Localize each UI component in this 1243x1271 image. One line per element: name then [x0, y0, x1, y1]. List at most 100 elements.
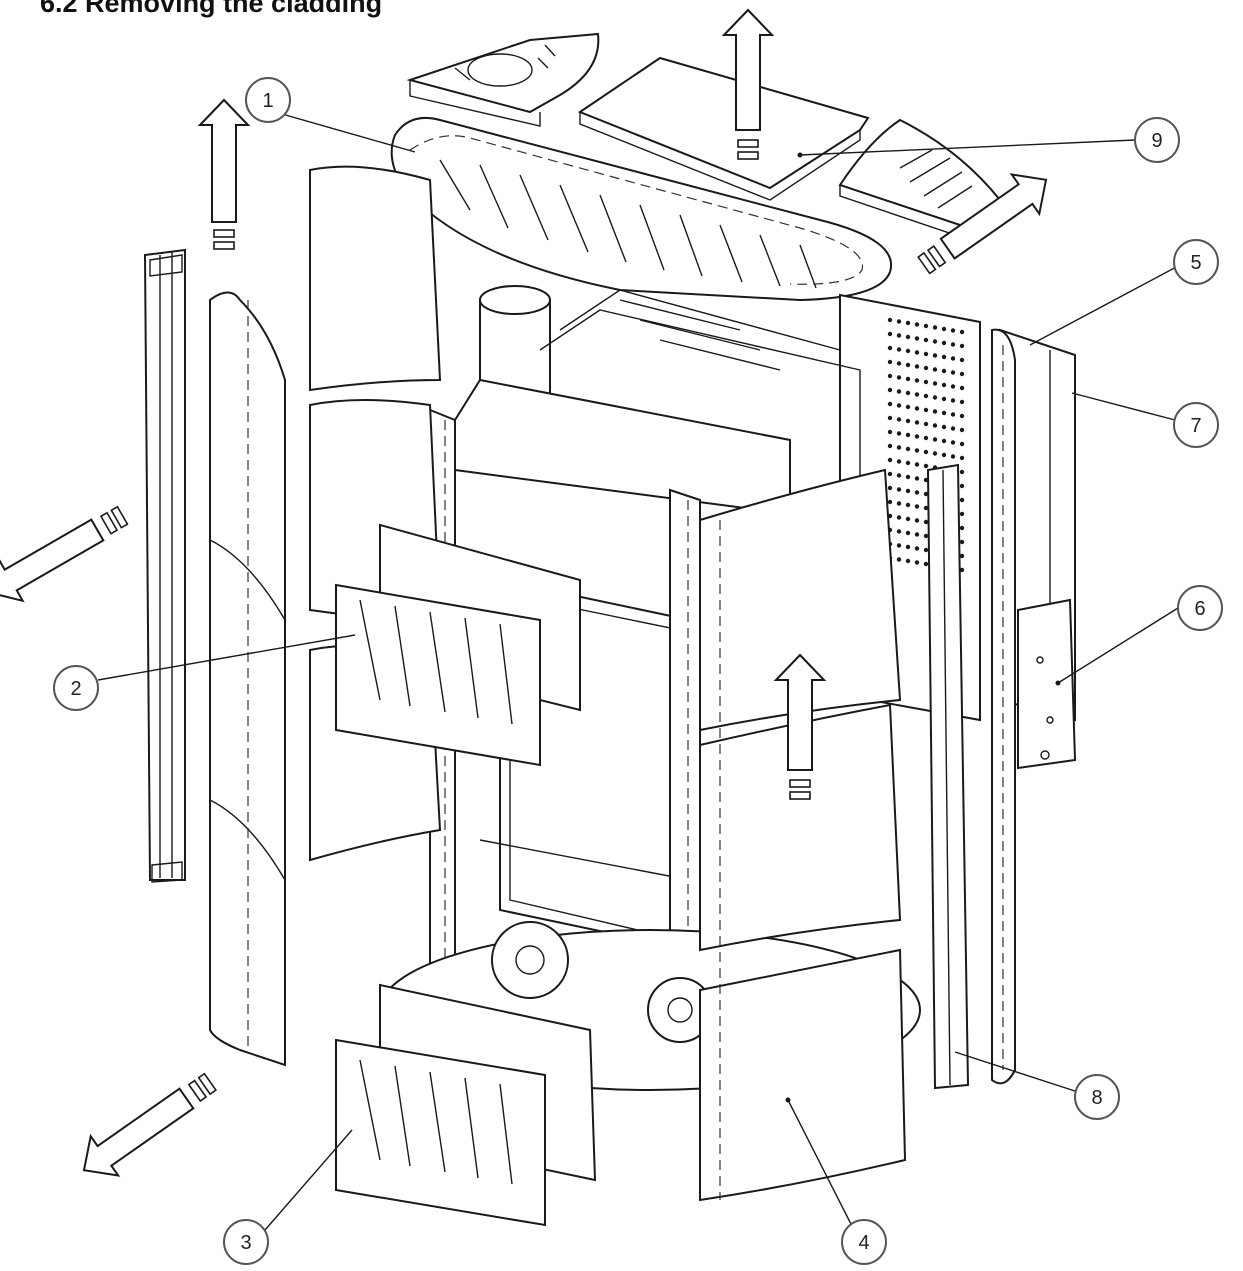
- right-upright-rail: [926, 463, 970, 1090]
- perforation-hole: [923, 533, 929, 539]
- lower-front-grille: [335, 983, 597, 1227]
- callout-6: 6: [1177, 585, 1223, 631]
- perforation-hole: [905, 390, 911, 396]
- perforation-hole: [914, 350, 920, 355]
- perforation-hole: [896, 557, 902, 562]
- perforation-hole: [950, 454, 956, 459]
- perforation-hole: [914, 336, 920, 341]
- left-rear-cladding-upper: [309, 165, 442, 862]
- right-rear-cladding: [991, 328, 1016, 1085]
- perforation-hole: [959, 567, 965, 573]
- perforation-hole: [896, 487, 902, 492]
- perforation-hole: [905, 376, 911, 382]
- perforation-hole: [887, 359, 893, 365]
- callout-1-label: 1: [262, 90, 273, 112]
- perforation-hole: [887, 429, 893, 435]
- perforation-hole: [959, 469, 965, 475]
- callout-3-label: 3: [240, 1232, 251, 1254]
- perforation-hole: [905, 516, 911, 522]
- perforation-hole: [887, 499, 893, 505]
- perforation-hole: [959, 385, 965, 391]
- callout-8: 8: [1074, 1074, 1120, 1120]
- perforation-hole: [914, 476, 920, 481]
- perforation-hole: [923, 491, 929, 497]
- perforation-hole: [932, 339, 938, 344]
- perforation-hole: [887, 415, 893, 421]
- perforation-hole: [914, 560, 920, 565]
- perforation-hole: [923, 477, 929, 483]
- perforation-hole: [887, 345, 893, 351]
- perforation-hole: [887, 457, 893, 463]
- electronics-cover: [1017, 598, 1077, 770]
- perforation-hole: [914, 462, 920, 467]
- perforation-hole: [941, 438, 947, 444]
- perforation-hole: [896, 333, 902, 338]
- perforation-hole: [887, 443, 893, 449]
- perforation-hole: [950, 342, 956, 347]
- perforation-hole: [914, 378, 920, 383]
- perforation-hole: [950, 426, 956, 431]
- perforation-hole: [905, 460, 911, 466]
- perforation-hole: [896, 529, 902, 534]
- perforation-hole: [914, 546, 920, 551]
- perforation-hole: [941, 354, 947, 360]
- perforation-hole: [923, 519, 929, 525]
- perforation-hole: [959, 497, 965, 503]
- perforation-hole: [887, 485, 893, 491]
- arrow-up-left: [197, 98, 251, 250]
- perforation-hole: [959, 371, 965, 377]
- perforation-hole: [905, 404, 911, 410]
- upper-front-grille: [335, 523, 581, 767]
- arrow-out-left-upper: [0, 505, 129, 603]
- perforation-hole: [896, 515, 902, 520]
- perforation-hole: [959, 329, 965, 335]
- perforation-hole: [905, 334, 911, 340]
- callout-4: 4: [841, 1219, 887, 1265]
- perforation-hole: [959, 525, 965, 531]
- perforation-hole: [923, 351, 929, 357]
- perforation-hole: [914, 490, 920, 495]
- perforation-hole: [905, 418, 911, 424]
- perforation-hole: [887, 401, 893, 407]
- arrow-up-center: [773, 653, 827, 800]
- perforation-hole: [923, 435, 929, 441]
- perforation-hole: [905, 348, 911, 354]
- perforation-hole: [932, 395, 938, 400]
- callout-7: 7: [1173, 402, 1219, 448]
- arrow-out-left-lower: [82, 1072, 217, 1177]
- left-front-cladding: [209, 291, 286, 1067]
- perforation-hole: [896, 473, 902, 478]
- perforation-hole: [923, 337, 929, 343]
- perforation-hole: [905, 362, 911, 368]
- perforation-hole: [923, 407, 929, 413]
- perforation-hole: [941, 452, 947, 458]
- callout-6-label: 6: [1194, 598, 1205, 620]
- callout-2: 2: [53, 665, 99, 711]
- perforation-hole: [923, 421, 929, 427]
- perforation-hole: [959, 413, 965, 419]
- perforation-hole: [941, 396, 947, 402]
- perforation-hole: [923, 449, 929, 455]
- perforation-hole: [950, 412, 956, 417]
- perforation-hole: [959, 553, 965, 559]
- perforation-hole: [914, 448, 920, 453]
- perforation-hole: [887, 387, 893, 393]
- callout-4-label: 4: [858, 1232, 869, 1254]
- perforation-hole: [914, 518, 920, 523]
- perforation-hole: [887, 331, 893, 337]
- perforation-hole: [959, 455, 965, 461]
- perforation-hole: [887, 373, 893, 379]
- perforation-hole: [923, 323, 929, 329]
- callout-9: 9: [1134, 117, 1180, 163]
- perforation-hole: [905, 502, 911, 508]
- callout-2-label: 2: [70, 678, 81, 700]
- perforation-hole: [923, 365, 929, 371]
- perforation-hole: [896, 445, 902, 450]
- perforation-hole: [959, 343, 965, 349]
- perforation-hole: [896, 389, 902, 394]
- perforation-hole: [959, 511, 965, 517]
- callout-8-label: 8: [1091, 1087, 1102, 1109]
- perforation-hole: [896, 431, 902, 436]
- perforation-hole: [923, 393, 929, 399]
- perforation-hole: [932, 437, 938, 442]
